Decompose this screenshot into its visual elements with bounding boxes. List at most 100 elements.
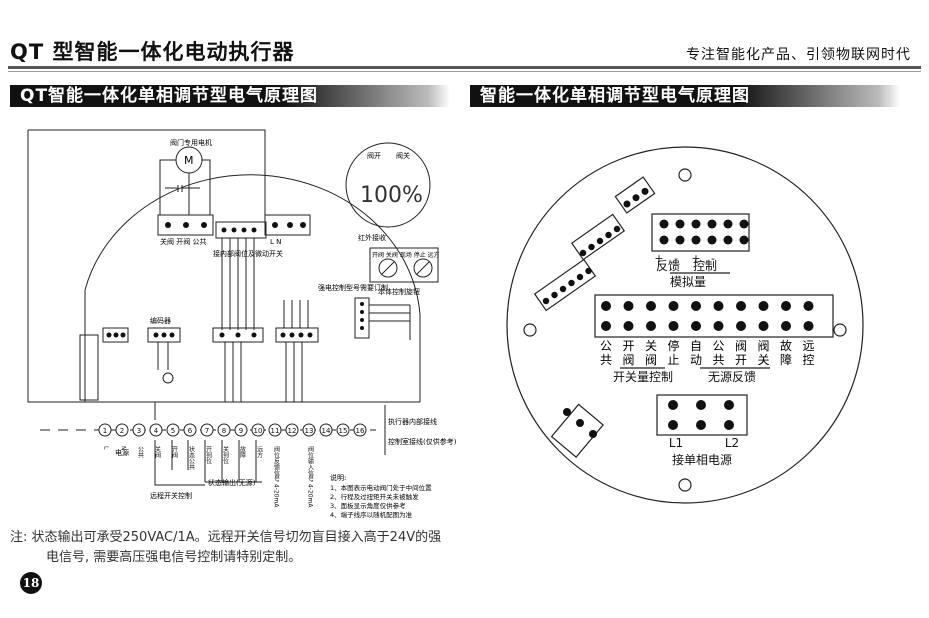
pin-dot <box>691 219 701 229</box>
switch-col-label: 阀 <box>757 339 769 353</box>
right-board-diagram: + - + - 反馈 控制 模拟量 开关量控制 无源反馈 L1 L2 接单相电源… <box>506 146 864 504</box>
pin-dot <box>568 279 575 287</box>
terminal-number: 11 <box>271 427 280 435</box>
field-wiring-label: 控制室接线(仅供参考) <box>388 437 457 446</box>
plus-sign-1: + <box>654 252 663 265</box>
terminal-number: 2 <box>120 427 124 435</box>
terminal-13 <box>302 423 316 437</box>
internal-wiring-label: 执行器内部接线 <box>388 417 437 426</box>
pin-dot <box>613 225 621 233</box>
terminal-4 <box>149 423 163 437</box>
pin-dot <box>596 237 604 245</box>
left-section-heading: QT智能一体化单相调节型电气原理图 <box>10 85 450 107</box>
pin-dot <box>601 301 611 311</box>
terminal-7 <box>200 423 214 437</box>
ir-label: 红外接收 <box>358 233 386 242</box>
pin-dot <box>691 301 701 311</box>
terminal-16 <box>353 423 367 437</box>
switch-group-label: 开关量控制 <box>613 370 673 384</box>
page-number: 18 <box>20 572 42 594</box>
pin-dot <box>724 420 734 430</box>
power-title: 接单相电源 <box>672 452 732 467</box>
terminal-name: 关到位 <box>222 445 229 464</box>
power-label: 电源 <box>115 448 129 457</box>
pin-dot <box>588 243 595 251</box>
pin-dot <box>736 301 746 311</box>
pin-dot <box>675 219 685 229</box>
pin-dot <box>723 235 733 245</box>
terminal-number: 15 <box>339 427 348 435</box>
terminal-name: L <box>103 446 110 450</box>
terminal-14 <box>319 423 333 437</box>
terminal-5 <box>166 423 180 437</box>
l1-label: L1 <box>669 436 683 450</box>
terminal-number: 6 <box>188 427 193 435</box>
knob-labels: 开阀 关阀 现场 停止 远方 <box>372 251 440 259</box>
switch-col-label: 阀 <box>622 353 634 367</box>
status-output-label: 状态输出(无源) <box>208 478 256 487</box>
board-outline <box>506 146 864 504</box>
pin-dot <box>668 400 678 410</box>
header-rule <box>8 66 921 69</box>
pin-dot <box>707 219 717 229</box>
terminal-number: 7 <box>205 427 209 435</box>
pin-dot <box>623 200 631 208</box>
passive-group-label: 无源反馈 <box>708 370 756 384</box>
limit-block-label: 接内部阀位及微动开关 <box>213 249 283 258</box>
control-label: 控制 <box>693 259 717 273</box>
feedback-label: 反馈 <box>656 259 680 273</box>
terminal-number: 10 <box>254 427 263 435</box>
remote-switch-label: 远程开关控制 <box>150 491 192 500</box>
encoder-label: 编码器 <box>150 316 171 325</box>
open-label: 阀开 <box>367 151 381 160</box>
pin-dot <box>605 231 612 239</box>
pin-dot <box>713 301 724 311</box>
pin-dot <box>723 219 733 229</box>
svg-text:3、面板显示角度仅供参考: 3、面板显示角度仅供参考 <box>330 501 406 510</box>
svg-text:说明:: 说明: <box>330 473 346 482</box>
terminal-name: 远方 <box>256 445 263 459</box>
slogan: 专注智能化产品、引领物联网时代 <box>686 47 911 63</box>
pin-dot <box>803 321 814 331</box>
pin-dot <box>542 297 550 305</box>
pin-dot <box>563 408 571 416</box>
terminal-name: 关阀 <box>154 445 161 459</box>
footnote-line-1: 注: 状态输出可承受250VAC/1A。远程开关信号切勿盲目接入高于24V的强 <box>10 530 442 545</box>
pin-dot <box>659 235 669 245</box>
terminal-name: 故障 <box>239 445 246 459</box>
switch-col-label: 阀 <box>735 339 747 353</box>
pin-dot <box>623 301 634 311</box>
switch-col-label: 开 <box>622 339 634 353</box>
motor-label: 阀门专用电机 <box>170 138 212 147</box>
pin-dot <box>696 420 706 430</box>
svg-text:2、行程及过扭矩开关未被触发: 2、行程及过扭矩开关未被触发 <box>330 492 419 501</box>
motor-symbol: M <box>184 154 194 167</box>
pin-dot <box>579 249 587 257</box>
terminal-number: 12 <box>288 427 297 435</box>
terminal-number: 8 <box>222 427 226 435</box>
pin-dot <box>691 321 701 331</box>
terminal-1 <box>98 423 112 437</box>
svg-text:1、本图表示电动阀门处于中间位置: 1、本图表示电动阀门处于中间位置 <box>330 483 432 492</box>
switch-col-label: 共 <box>600 353 612 367</box>
pin-dot <box>641 187 649 195</box>
terminal-10 <box>251 423 265 437</box>
pin-dot <box>585 267 592 275</box>
pin-dot <box>632 194 640 202</box>
terminal-name: N <box>120 446 127 451</box>
minus-sign-1: - <box>674 252 678 265</box>
power-terminal-labels: L N <box>270 238 281 246</box>
pin-dot <box>559 285 567 293</box>
terminal-name: 状态公共 <box>188 445 195 471</box>
pin-dot <box>781 321 791 331</box>
terminal-number: 1 <box>103 427 107 435</box>
terminal-number: 14 <box>322 427 331 435</box>
switch-col-label: 控 <box>802 353 814 367</box>
display-value: 100% <box>360 183 423 208</box>
switch-col-label: 公 <box>712 339 724 353</box>
pin-dot <box>659 219 669 229</box>
terminal-9 <box>234 423 248 437</box>
switch-col-label: 远 <box>802 339 814 353</box>
switch-col-label: 停 <box>667 338 679 353</box>
terminal-6 <box>183 423 197 437</box>
